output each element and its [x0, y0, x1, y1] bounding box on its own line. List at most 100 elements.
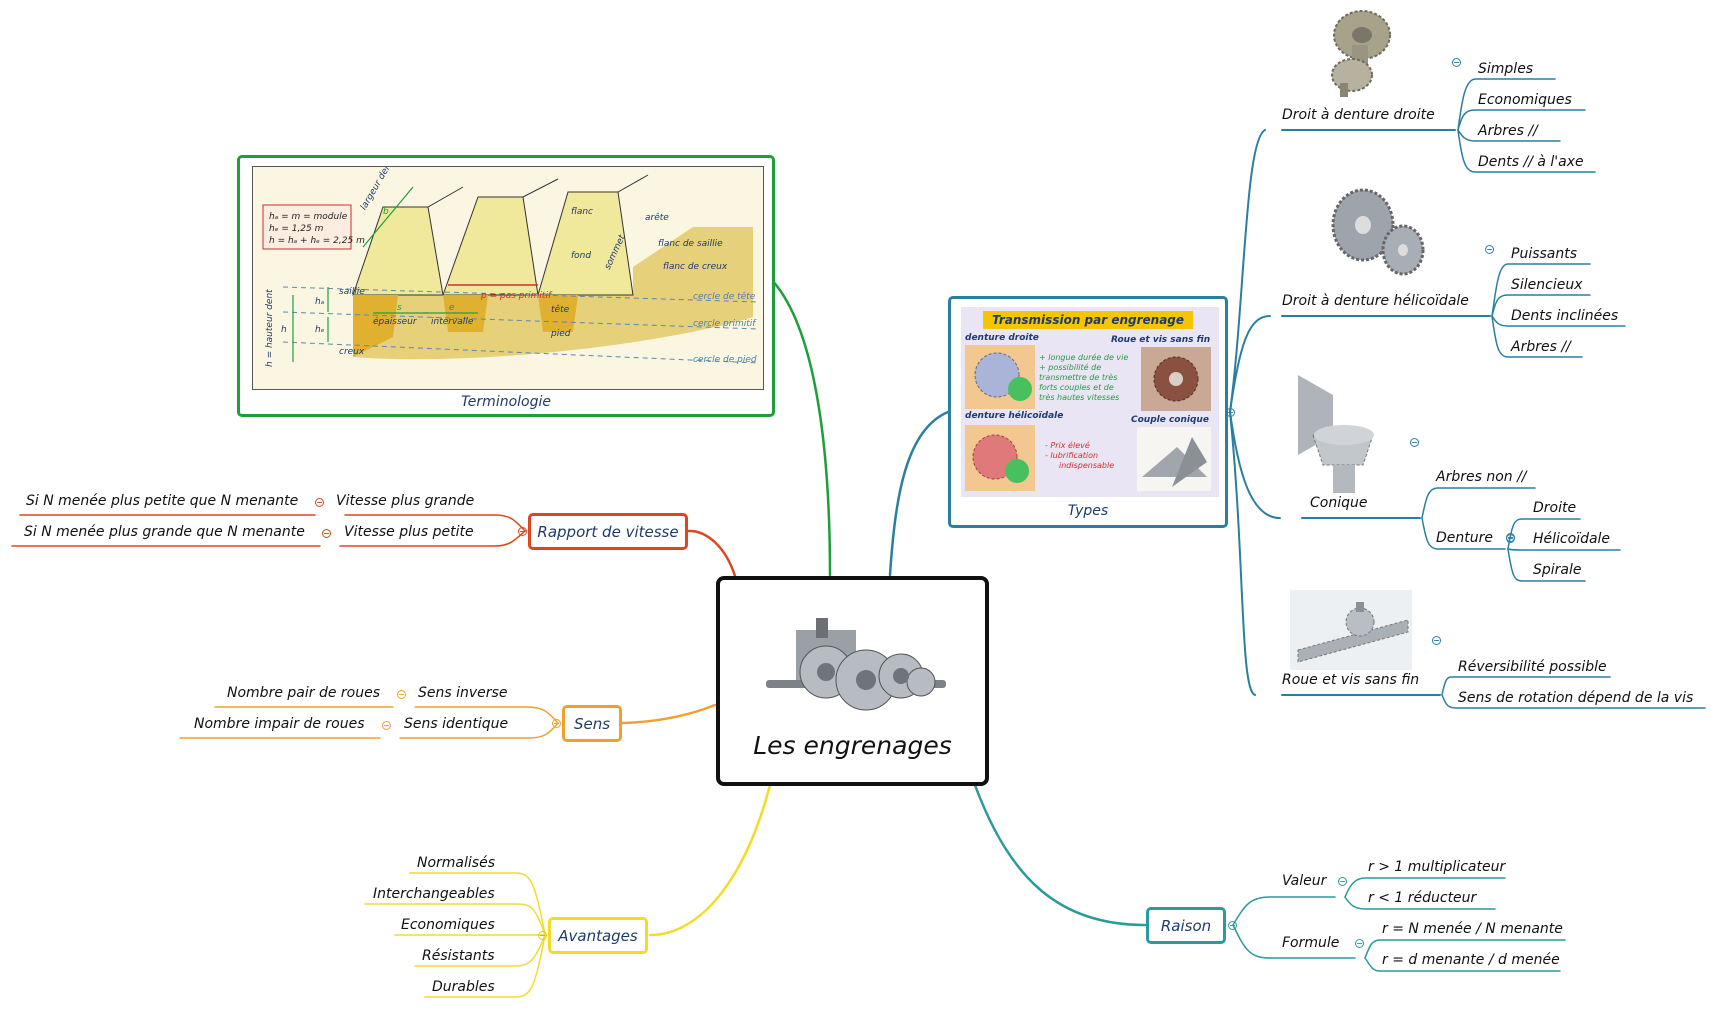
collapse-toggle-icon[interactable]: − [1452, 58, 1461, 67]
types-node[interactable]: Transmission par engrenage denture droit… [948, 296, 1228, 528]
avantages-node[interactable]: Avantages [548, 917, 648, 954]
raison-item[interactable]: r > 1 multiplicateur [1368, 859, 1506, 875]
fig-label: épaisseur [373, 317, 417, 327]
collapse-toggle-icon[interactable]: − [1432, 636, 1441, 645]
collapse-toggle-icon[interactable]: − [538, 931, 547, 940]
leaf-item[interactable]: Puissants [1511, 246, 1578, 262]
fig-label: creux [339, 347, 365, 357]
sens-node[interactable]: Sens [562, 705, 622, 742]
panel-label: denture hélicoïdale [965, 411, 1064, 421]
panel-text: indispensable [1059, 461, 1115, 470]
fig-label: s [397, 303, 402, 313]
fig-label: arête [645, 213, 669, 223]
formula-line: hₐ = m = module [269, 212, 348, 222]
panel-text: forts couples et de [1039, 383, 1114, 392]
raison-formule[interactable]: Formule [1282, 935, 1340, 951]
leaf-item[interactable]: Dents // à l'axe [1478, 154, 1584, 170]
raison-node[interactable]: Raison [1146, 907, 1226, 944]
panel-text: - lubrification [1045, 451, 1099, 460]
helical-gear-icon [1331, 188, 1425, 276]
rapport-res[interactable]: Vitesse plus petite [344, 524, 474, 540]
rapport-node[interactable]: Rapport de vitesse [528, 513, 688, 550]
leaf-item[interactable]: Droite [1533, 500, 1577, 516]
collapse-toggle-icon[interactable]: − [1226, 408, 1235, 417]
formula-line: h = hₐ + hₑ = 2,25 m [269, 236, 365, 246]
formula-line: hₑ = 1,25 m [269, 224, 324, 234]
panel-avantages: + longue durée de vie + possibilité de t… [1039, 353, 1128, 403]
fig-label: h [281, 325, 287, 335]
leaf-item[interactable]: Arbres non // [1436, 469, 1527, 485]
central-node[interactable]: Les engrenages [716, 576, 989, 786]
leaf-item[interactable]: Denture [1436, 530, 1493, 546]
panel-label: denture droite [965, 333, 1039, 343]
leaf-item[interactable]: Simples [1478, 61, 1534, 77]
spur-gear-icon [1331, 10, 1391, 97]
fig-label: flanc de creux [663, 262, 728, 272]
types-panel-title: Transmission par engrenage [983, 311, 1193, 329]
collapse-toggle-icon[interactable]: − [552, 719, 561, 728]
fig-label: e [449, 303, 455, 313]
raison-item[interactable]: r = d menante / d menée [1382, 952, 1560, 968]
fig-label: cercle primitif [693, 319, 756, 329]
sens-res[interactable]: Sens identique [404, 716, 509, 732]
collapse-toggle-icon[interactable]: − [322, 529, 331, 538]
rapport-res[interactable]: Vitesse plus grande [336, 493, 475, 509]
fig-label: b [383, 207, 389, 217]
raison-item[interactable]: r < 1 réducteur [1368, 890, 1477, 906]
rapport-cond[interactable]: Si N menée plus grande que N menante [24, 524, 305, 540]
fig-label: pied [551, 329, 571, 339]
central-title: Les engrenages [753, 731, 952, 760]
fig-label: cercle de tête [693, 292, 756, 302]
terminologie-node[interactable]: hₐ = m = module hₑ = 1,25 m h = hₐ + hₑ … [237, 155, 775, 417]
leaf-item[interactable]: Hélicoïdale [1533, 531, 1611, 547]
leaf-item[interactable]: Spirale [1533, 562, 1582, 578]
collapse-toggle-icon[interactable]: − [1355, 939, 1364, 948]
collapse-toggle-icon[interactable]: − [382, 721, 391, 730]
leaf-item[interactable]: Réversibilité possible [1458, 659, 1607, 675]
leaf-item[interactable]: Dents inclinées [1511, 308, 1619, 324]
fig-label: hₑ [315, 325, 325, 335]
leaf-item[interactable]: Arbres // [1511, 339, 1571, 355]
sens-cond[interactable]: Nombre pair de roues [227, 685, 380, 701]
panel-text: transmettre de très [1039, 373, 1118, 382]
collapse-toggle-icon[interactable]: − [1228, 921, 1237, 930]
panel-label: Couple conique [1131, 415, 1209, 425]
avantage-item[interactable]: Durables [432, 979, 495, 995]
collapse-toggle-icon[interactable]: − [1506, 534, 1515, 543]
bevel-gear-image [1137, 427, 1211, 491]
sens-res[interactable]: Sens inverse [418, 685, 508, 701]
collapse-toggle-icon[interactable]: − [315, 498, 324, 507]
collapse-toggle-icon[interactable]: − [397, 690, 406, 699]
spur-gear-image [965, 345, 1035, 409]
avantage-item[interactable]: Economiques [401, 917, 495, 933]
collapse-toggle-icon[interactable]: − [518, 527, 527, 536]
avantage-item[interactable]: Résistants [422, 948, 495, 964]
collapse-toggle-icon[interactable]: − [1338, 877, 1347, 886]
rack-pinion-image [1290, 590, 1412, 670]
collapse-toggle-icon[interactable]: − [1410, 438, 1419, 447]
panel-text: + longue durée de vie [1039, 353, 1129, 362]
fig-label: h = hauteur dent [265, 289, 275, 367]
panel-text: - Prix élevé [1045, 441, 1090, 450]
avantage-item[interactable]: Interchangeables [373, 886, 495, 902]
branch-droit-helicoidale[interactable]: Droit à denture hélicoïdale [1282, 293, 1469, 309]
branch-droit-droite[interactable]: Droit à denture droite [1282, 107, 1435, 123]
sens-cond[interactable]: Nombre impair de roues [194, 716, 365, 732]
leaf-item[interactable]: Arbres // [1478, 123, 1538, 139]
fig-label: cercle de pied [693, 355, 757, 365]
collapse-toggle-icon[interactable]: − [1485, 245, 1494, 254]
worm-gear-image [1141, 347, 1211, 411]
branch-roue-vis[interactable]: Roue et vis sans fin [1282, 672, 1420, 688]
terminologie-caption: Terminologie [460, 394, 551, 410]
rapport-cond[interactable]: Si N menée plus petite que N menante [26, 493, 299, 509]
raison-item[interactable]: r = N menée / N menante [1382, 921, 1563, 937]
raison-valeur[interactable]: Valeur [1282, 873, 1327, 889]
leaf-item[interactable]: Silencieux [1511, 277, 1583, 293]
leaf-item[interactable]: Sens de rotation dépend de la vis [1458, 690, 1694, 706]
branch-conique[interactable]: Conique [1310, 495, 1368, 511]
fig-label: hₐ [315, 297, 325, 307]
panel-text: très hautes vitesses [1039, 393, 1120, 402]
panel-label: Roue et vis sans fin [1111, 335, 1211, 345]
avantage-item[interactable]: Normalisés [417, 855, 495, 871]
leaf-item[interactable]: Economiques [1478, 92, 1572, 108]
